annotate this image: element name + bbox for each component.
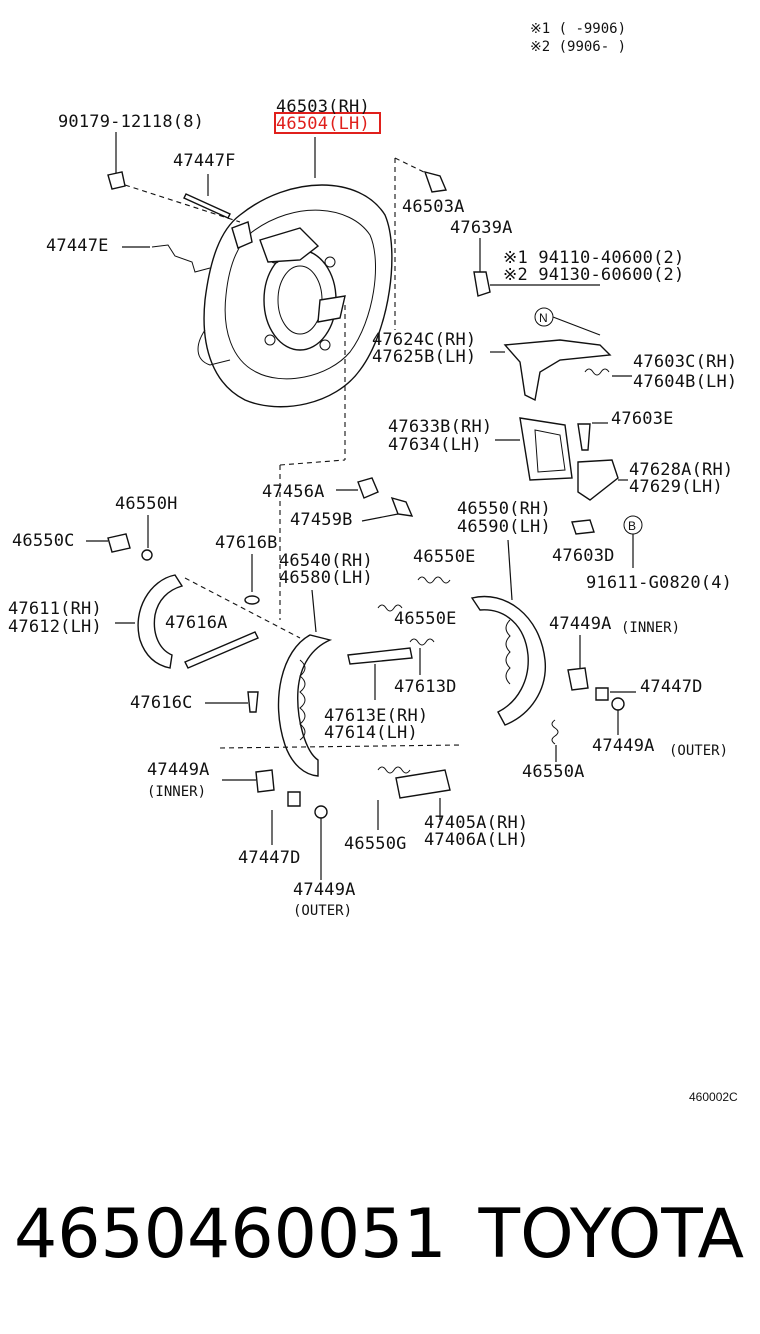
label-47639a[interactable]: 47639A <box>450 218 513 238</box>
label-47611-rh[interactable]: 47611(RH) <box>8 599 102 619</box>
label-47406a-lh[interactable]: 47406A(LH) <box>424 830 528 850</box>
label-outer-right[interactable]: (OUTER) <box>669 743 728 759</box>
label-47447e[interactable]: 47447E <box>46 236 109 256</box>
selected-part-highlight <box>274 112 381 134</box>
label-46580-lh[interactable]: 46580(LH) <box>279 568 373 588</box>
label-46503a[interactable]: 46503A <box>402 197 465 217</box>
label-46550a[interactable]: 46550A <box>522 762 585 782</box>
cap-47449a-left-icon <box>314 805 328 819</box>
brake-parts-diagram: ※1 ( -9906) ※2 (9906- ) 90179-12118(8) 4… <box>8 21 738 1104</box>
label-47405a-rh[interactable]: 47405A(RH) <box>424 813 528 833</box>
label-47616a[interactable]: 47616A <box>165 613 228 633</box>
circle-b-letter: B <box>628 519 636 533</box>
adjuster-icon <box>519 417 573 481</box>
screw-icon <box>473 271 491 297</box>
spring-47447d-right-icon <box>595 687 609 701</box>
label-46550-rh[interactable]: 46550(RH) <box>457 499 551 519</box>
label-46550g[interactable]: 46550G <box>344 834 407 854</box>
pin-46550h-icon <box>141 549 153 561</box>
label-inner-left[interactable]: (INNER) <box>147 784 206 800</box>
backing-plate-drawing <box>197 184 393 408</box>
footer: 4650460051 TOYOTA <box>0 1190 760 1280</box>
label-47447d-left[interactable]: 47447D <box>238 848 301 868</box>
adjusting-screw-icon <box>395 769 451 799</box>
label-47459b[interactable]: 47459B <box>290 510 353 530</box>
circle-n-letter: N <box>539 311 548 325</box>
label-outer-left[interactable]: (OUTER) <box>293 903 352 919</box>
lever-icon <box>503 339 612 402</box>
label-47629-lh[interactable]: 47629(LH) <box>629 477 723 497</box>
label-47616b[interactable]: 47616B <box>215 533 278 553</box>
washer-47449a-left-icon <box>255 769 275 793</box>
label-47449a-outer-left[interactable]: 47449A <box>293 880 356 900</box>
spring-46550e-b-icon <box>377 604 403 612</box>
label-47603c-rh[interactable]: 47603C(RH) <box>633 352 737 372</box>
nut-icon <box>107 171 126 190</box>
cap-47449a-right-icon <box>611 697 625 711</box>
label-91611-g0820[interactable]: 91611-G0820(4) <box>586 573 732 593</box>
shoe-main-right-icon <box>470 595 546 726</box>
spring-46550g-icon <box>377 766 411 774</box>
note-2: ※2 (9906- ) <box>530 39 626 55</box>
spring-47603c-icon <box>584 368 610 376</box>
clip-46550c-icon <box>107 533 131 553</box>
label-47447d-right[interactable]: 47447D <box>640 677 703 697</box>
washer-47616b-icon <box>244 595 260 605</box>
spring-47447d-left-icon <box>287 791 301 807</box>
label-47624c-rh[interactable]: 47624C(RH) <box>372 330 476 350</box>
label-46550h[interactable]: 46550H <box>115 494 178 514</box>
label-47603e[interactable]: 47603E <box>611 409 674 429</box>
shoe-main-left-icon <box>277 634 333 777</box>
shoe-left-small-icon <box>137 574 184 669</box>
label-47616c[interactable]: 47616C <box>130 693 193 713</box>
pin-47616c-icon <box>247 691 259 713</box>
bolt-icon <box>183 193 231 219</box>
label-47633b-rh[interactable]: 47633B(RH) <box>388 417 492 437</box>
washer-47449a-icon <box>567 667 589 691</box>
label-47456a[interactable]: 47456A <box>262 482 325 502</box>
label-46590-lh[interactable]: 46590(LH) <box>457 517 551 537</box>
label-47614-lh[interactable]: 47614(LH) <box>324 723 418 743</box>
label-94130-60600[interactable]: ※2 94130-60600(2) <box>503 265 684 285</box>
label-47449a-inner-right[interactable]: 47449A <box>549 614 612 634</box>
note-1: ※1 ( -9906) <box>530 21 626 37</box>
strut-47616a-icon <box>184 631 259 669</box>
label-47634-lh[interactable]: 47634(LH) <box>388 435 482 455</box>
spring-46550a-icon <box>551 719 559 745</box>
label-47604b-lh[interactable]: 47604B(LH) <box>633 372 737 392</box>
label-94110-40600[interactable]: ※1 94110-40600(2) <box>503 248 684 268</box>
label-46503-rh[interactable]: 46503(RH) <box>276 97 370 117</box>
brand-name: TOYOTA <box>478 1195 744 1274</box>
spring-46550e-icon <box>417 576 451 584</box>
bolt-46503a-icon <box>423 170 448 193</box>
label-46550c[interactable]: 46550C <box>12 531 75 551</box>
label-47449a-inner-left[interactable]: 47449A <box>147 760 210 780</box>
label-47625b-lh[interactable]: 47625B(LH) <box>372 347 476 367</box>
label-47628a-rh[interactable]: 47628A(RH) <box>629 460 733 480</box>
spring-47613d-icon <box>409 638 435 646</box>
label-47603d[interactable]: 47603D <box>552 546 615 566</box>
strut-47613e-icon <box>347 647 413 665</box>
label-46504-lh[interactable]: 46504(LH) <box>276 114 370 134</box>
label-47612-lh[interactable]: 47612(LH) <box>8 617 102 637</box>
label-46550e-top[interactable]: 46550E <box>413 547 476 567</box>
nut-47459b-icon <box>390 496 414 517</box>
bracket-47628a-icon <box>577 459 619 501</box>
label-47449a-outer-right[interactable]: 47449A <box>592 736 655 756</box>
pin-47603e-icon <box>577 423 591 451</box>
label-47613d[interactable]: 47613D <box>394 677 457 697</box>
diagram-code: 460002C <box>689 1090 738 1104</box>
clip-47603d-icon <box>571 519 595 535</box>
label-46550e-bottom[interactable]: 46550E <box>394 609 457 629</box>
label-inner-right[interactable]: (INNER) <box>621 620 680 636</box>
label-47447f[interactable]: 47447F <box>173 151 236 171</box>
spring-clip-icon <box>151 244 211 273</box>
label-47613e-rh[interactable]: 47613E(RH) <box>324 706 428 726</box>
label-90179-12118[interactable]: 90179-12118(8) <box>58 112 204 132</box>
part-number: 4650460051 <box>14 1195 447 1274</box>
washer-47456a-icon <box>357 477 379 499</box>
label-46540-rh[interactable]: 46540(RH) <box>279 551 373 571</box>
